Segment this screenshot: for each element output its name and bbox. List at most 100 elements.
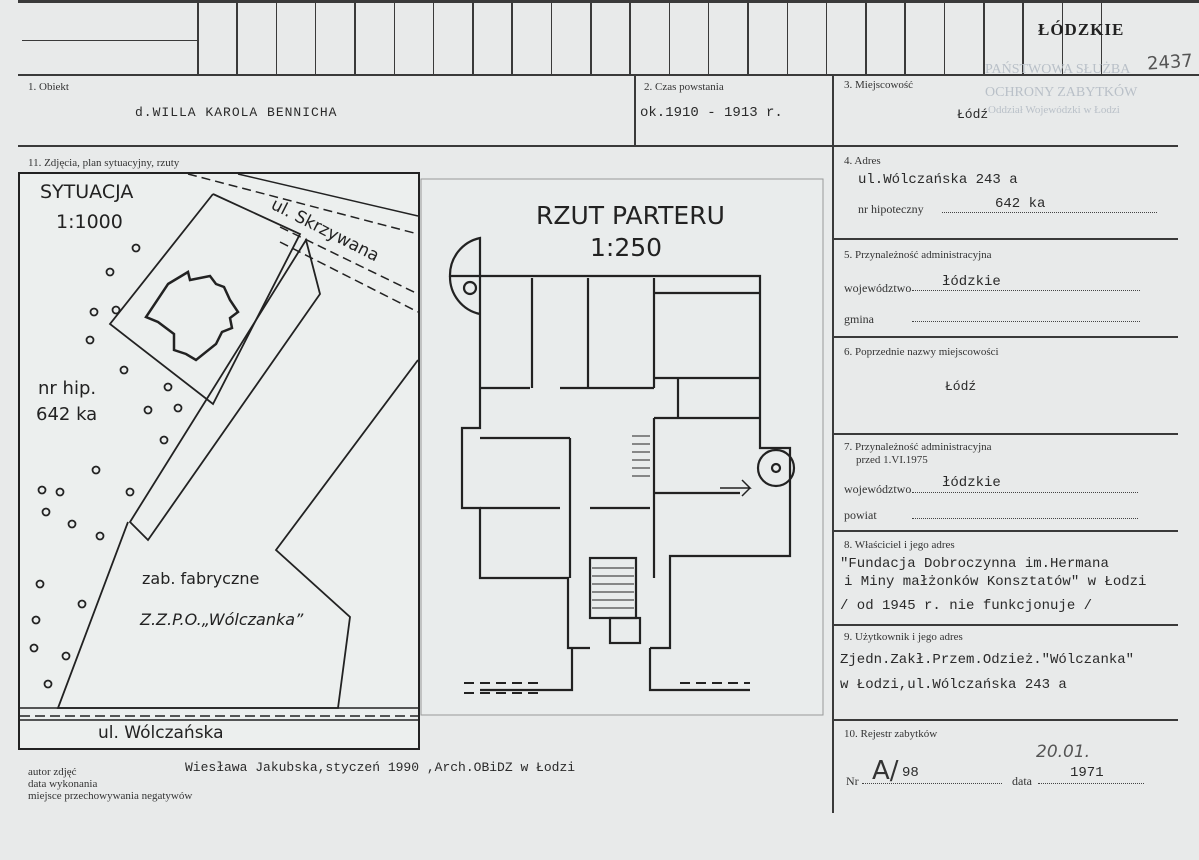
owner-line-2: i Miny małżonków Konsztatów" w Łodzi xyxy=(844,574,1147,590)
date-built-value: ok.1910 - 1913 r. xyxy=(640,105,783,121)
hip-number-line xyxy=(942,212,1157,213)
header-column-divider xyxy=(904,0,906,75)
header-column-divider xyxy=(314,0,317,75)
row-rule xyxy=(832,433,1178,435)
stamp-line-2: OCHRONY ZABYTKÓW xyxy=(985,85,1138,100)
header-column-divider xyxy=(943,0,946,75)
photo-credit: Wiesława Jakubska,styczeń 1990 ,Arch.OBi… xyxy=(185,760,576,775)
row-rule xyxy=(832,624,1178,626)
header-column-divider xyxy=(865,0,867,75)
user-label: 9. Użytkownik i jego adres xyxy=(844,631,963,643)
row-rule xyxy=(832,530,1178,532)
admin-before-date: przed 1.VI.1975 xyxy=(856,454,928,466)
voivodeship-value: łódzkie xyxy=(942,274,1001,290)
header-column-divider xyxy=(707,0,710,75)
top-border xyxy=(18,0,1199,3)
header-column-divider xyxy=(197,0,199,75)
register-date-line xyxy=(1038,783,1144,784)
object-value: d.WILLA KAROLA BENNICHA xyxy=(135,105,338,120)
user-line-2: w Łodzi,ul.Wólczańska 243 a xyxy=(840,677,1067,693)
row-rule xyxy=(832,719,1178,721)
header-column-divider xyxy=(629,0,631,75)
voivodeship-label: województwo xyxy=(844,281,912,295)
register-number: 98 xyxy=(902,765,919,781)
header-column-divider xyxy=(786,0,788,75)
header-column-divider xyxy=(275,0,278,75)
voivodeship-before-value: łódzkie xyxy=(942,475,1001,491)
header-column-divider xyxy=(1022,0,1024,75)
header-column-divider xyxy=(550,0,553,75)
floor-plan-scale: 1:250 xyxy=(590,233,662,262)
header-column-divider xyxy=(1061,0,1064,75)
stamp-line-1: PAŃSTWOWA SŁUŻBA xyxy=(985,62,1131,77)
hip-label: nr hip. xyxy=(38,378,96,399)
voivodeship-before-label: województwo xyxy=(844,482,912,496)
user-line-1: Zjedn.Zakł.Przem.Odzież."Wólczanka" xyxy=(840,652,1135,668)
register-date-year: 1971 xyxy=(1070,765,1104,781)
county-line xyxy=(912,518,1138,519)
header-rule xyxy=(18,74,1199,76)
register-label: 10. Rejestr zabytków xyxy=(844,728,938,740)
register-date-day: 20.01. xyxy=(1036,742,1091,762)
header-column-divider xyxy=(236,0,238,75)
header-column-divider xyxy=(354,0,356,75)
factory-name: Z.Z.P.O.„Wólczanka” xyxy=(139,610,304,629)
card-number: 2437 xyxy=(1146,50,1194,75)
object-label: 1. Obiekt xyxy=(28,81,69,93)
factory-label: zab. fabryczne xyxy=(142,569,259,588)
admin-label: 5. Przynależność administracyjna xyxy=(844,249,992,261)
header-column-divider xyxy=(983,0,985,75)
admin-before-label: 7. Przynależność administracyjna xyxy=(844,441,992,453)
situation-scale: 1:1000 xyxy=(56,211,123,233)
header-column-divider xyxy=(668,0,671,75)
row-rule xyxy=(18,145,1178,147)
municipality-label: gmina xyxy=(844,312,874,326)
former-names-value: Łódź xyxy=(945,379,977,394)
register-nr-label: Nr xyxy=(846,774,859,788)
situation-plan: SYTUACJA 1:1000 ul. Skrzywana nr hip. 64… xyxy=(18,172,420,750)
municipality-line xyxy=(912,321,1140,322)
photo-author-label: autor zdjęć xyxy=(28,766,77,778)
stamp-line-3: Oddział Wojewódzki w Łodzi xyxy=(988,104,1120,116)
header-column-divider xyxy=(393,0,395,75)
right-column-divider xyxy=(832,145,834,813)
address-value: ul.Wólczańska 243 a xyxy=(858,172,1018,188)
floor-plan: RZUT PARTERU 1:250 xyxy=(420,178,824,716)
divider xyxy=(634,74,636,146)
header-column-divider xyxy=(747,0,749,75)
header-column-divider xyxy=(590,0,592,75)
photo-date-label: data wykonania xyxy=(28,778,98,790)
photos-plans-label: 11. Zdjęcia, plan sytuacyjny, rzuty xyxy=(28,157,180,169)
locality-label: 3. Miejscowość xyxy=(844,79,914,91)
header-column-divider xyxy=(472,0,474,75)
header-column-divider xyxy=(511,0,513,75)
row-rule xyxy=(832,336,1178,338)
register-prefix: A/ xyxy=(872,756,899,786)
county-label: powiat xyxy=(844,508,877,522)
header-column-divider xyxy=(432,0,435,75)
register-date-label: data xyxy=(1012,774,1032,788)
voivodeship-before-line xyxy=(912,492,1138,493)
floor-plan-title: RZUT PARTERU xyxy=(536,201,725,230)
region-label: ŁÓDZKIE xyxy=(1038,20,1125,39)
register-nr-line xyxy=(862,783,1002,784)
situation-title: SYTUACJA xyxy=(40,181,133,203)
locality-value: Łódź xyxy=(957,107,989,122)
date-built-label: 2. Czas powstania xyxy=(644,81,724,93)
address-label: 4. Adres xyxy=(844,155,881,167)
header-column-divider xyxy=(825,0,828,75)
negatives-location-label: miejsce przechowywania negatywów xyxy=(28,790,193,802)
header-column-divider xyxy=(1100,0,1103,75)
hip-number-value: 642 ka xyxy=(995,196,1046,212)
owner-label: 8. Właściciel i jego adres xyxy=(844,539,955,551)
divider xyxy=(832,74,834,146)
former-names-label: 6. Poprzednie nazwy miejscowości xyxy=(844,346,999,358)
hip-value: 642 ka xyxy=(36,404,97,425)
owner-line-1: "Fundacja Dobroczynna im.Hermana xyxy=(840,556,1109,572)
street-wolczanska: ul. Wólczańska xyxy=(98,723,224,743)
hip-number-label: nr hipoteczny xyxy=(858,202,924,216)
row-rule xyxy=(832,238,1178,240)
header-rule-left xyxy=(22,40,197,41)
voivodeship-line xyxy=(912,290,1140,291)
owner-line-3: / od 1945 r. nie funkcjonuje / xyxy=(840,598,1093,614)
